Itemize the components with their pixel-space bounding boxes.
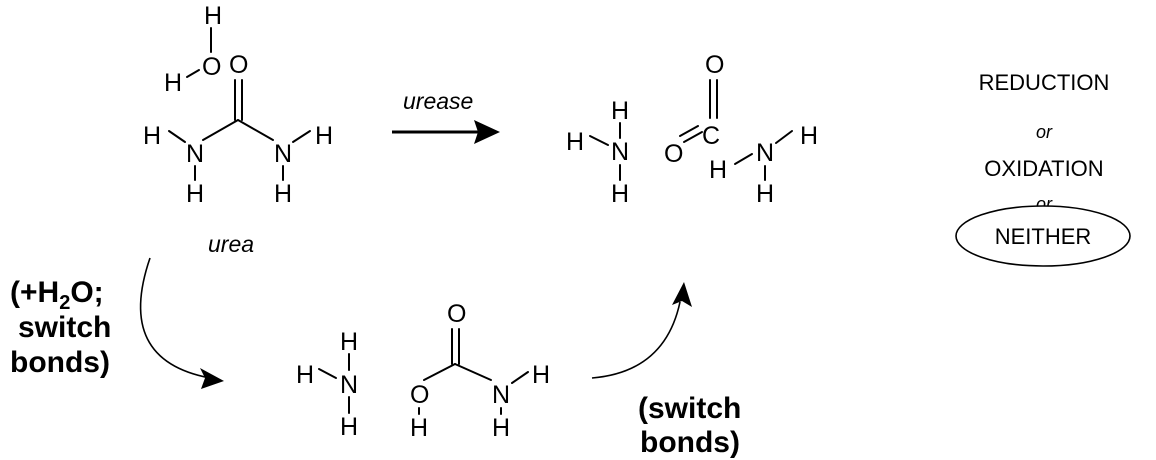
int-nh3-hydrogen-down: H bbox=[340, 413, 358, 441]
urea-nh-right-bond bbox=[292, 130, 311, 143]
int-nh3-nitrogen: N bbox=[340, 371, 358, 399]
step1-arrow-path bbox=[139, 257, 211, 379]
step2-curved-arrow bbox=[591, 282, 692, 379]
step1-line3: bonds) bbox=[10, 346, 110, 379]
nh3-right-bond-left bbox=[734, 153, 753, 165]
urea-nitrogen-left: N bbox=[186, 140, 204, 168]
step2-label: (switch bonds) bbox=[638, 392, 741, 459]
step1-line2: switch bbox=[18, 311, 111, 344]
int-nh3-hydrogen-top: H bbox=[340, 328, 358, 356]
or-label-1: or bbox=[1036, 122, 1053, 142]
step2-line2: bonds) bbox=[640, 426, 740, 459]
step2-arrow-path bbox=[591, 301, 681, 379]
ammonia-left-molecule: H N H H bbox=[566, 97, 629, 208]
urea-nh-left-bond bbox=[168, 130, 186, 143]
step2-arrow-head bbox=[672, 282, 692, 307]
nh3-left-hydrogen-top: H bbox=[611, 97, 629, 125]
step1-line1: (+H2O; bbox=[10, 276, 104, 314]
nh3-left-bond-left bbox=[589, 135, 609, 146]
ammonia-right-molecule: N H H H bbox=[709, 122, 818, 208]
int-nh3-hydrogen-left: H bbox=[296, 361, 314, 389]
classification-options: REDUCTION or OXIDATION or NEITHER bbox=[955, 70, 1131, 267]
nh3-right-hydrogen-left: H bbox=[709, 156, 727, 184]
co2-oxygen-left: O bbox=[664, 140, 683, 168]
nh3-right-nitrogen: N bbox=[756, 139, 774, 167]
carbon-dioxide-molecule: O C O bbox=[664, 51, 724, 168]
carb-hydroxyl-oxygen: O bbox=[410, 381, 429, 409]
carb-nh-right-bond bbox=[511, 371, 529, 384]
step1-curved-arrow bbox=[139, 257, 224, 389]
carb-carbonyl-oxygen: O bbox=[447, 300, 466, 328]
nh3-left-hydrogen-down: H bbox=[611, 180, 629, 208]
co2-double-bond-left-a bbox=[679, 125, 699, 137]
urea-c-n-left-bond bbox=[202, 119, 239, 141]
carb-hydrogen-right: H bbox=[532, 361, 550, 389]
nh3-left-hydrogen-left: H bbox=[566, 128, 584, 156]
nh3-right-hydrogen-down: H bbox=[756, 180, 774, 208]
urea-hydrogen-left: H bbox=[143, 122, 161, 150]
water-oxygen: O bbox=[202, 53, 221, 81]
water-oh-bond-2 bbox=[186, 69, 200, 78]
intermediate-ammonia: H N H H bbox=[296, 328, 358, 441]
step2-line1: (switch bbox=[638, 392, 741, 425]
urea-hydrogen-right-down: H bbox=[274, 180, 292, 208]
urea-hydrogen-right: H bbox=[315, 122, 333, 150]
carb-hydroxyl-hydrogen: H bbox=[410, 414, 428, 442]
co2-carbon: C bbox=[702, 122, 720, 150]
step1-arrow-head bbox=[200, 368, 224, 389]
co2-oxygen-top: O bbox=[705, 51, 724, 79]
carb-nitrogen: N bbox=[492, 381, 510, 409]
urea-label: urea bbox=[208, 231, 254, 257]
step1-label: (+H2O; switch bonds) bbox=[10, 276, 111, 379]
water-hydrogen-left: H bbox=[164, 69, 182, 97]
carb-hydrogen-down: H bbox=[492, 414, 510, 442]
nh3-left-nitrogen: N bbox=[611, 138, 629, 166]
co2-double-bond-left-b bbox=[683, 131, 703, 143]
urea-water-molecule: H O H O N H H N H H bbox=[143, 2, 333, 208]
urea-nitrogen-right: N bbox=[274, 140, 292, 168]
main-reaction-arrow: urease bbox=[392, 88, 500, 144]
urea-hydrogen-left-down: H bbox=[186, 180, 204, 208]
carb-c-o-single bbox=[423, 363, 456, 381]
carbamic-acid-molecule: O O H N H H bbox=[410, 300, 550, 442]
option-oxidation: OXIDATION bbox=[984, 156, 1103, 181]
urea-carbonyl-oxygen: O bbox=[229, 51, 248, 79]
urea-c-n-right-bond bbox=[237, 119, 274, 141]
selected-answer-ellipse bbox=[955, 205, 1131, 267]
option-reduction: REDUCTION bbox=[979, 70, 1110, 95]
nh3-right-hydrogen-right: H bbox=[800, 122, 818, 150]
arrow-head bbox=[474, 120, 500, 144]
urease-label: urease bbox=[403, 88, 473, 114]
option-neither: NEITHER bbox=[995, 224, 1092, 249]
nh3-right-bond-right bbox=[775, 130, 793, 144]
int-nh3-bond-left bbox=[318, 368, 337, 379]
carb-c-n-bond bbox=[454, 363, 492, 381]
water-hydrogen-top: H bbox=[204, 2, 222, 30]
